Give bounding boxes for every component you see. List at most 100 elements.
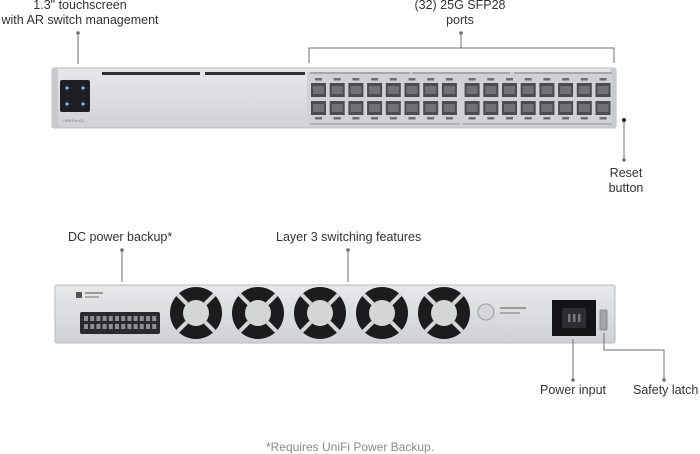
dc-pin — [96, 316, 101, 321]
touchscreen-icon-dot — [65, 102, 69, 106]
port-area — [307, 72, 612, 124]
sfp28-port-inner — [313, 86, 324, 94]
dc-connector-pins — [84, 316, 157, 329]
sfp28-port-inner — [560, 86, 572, 94]
dc-pin — [84, 324, 88, 329]
port-led — [599, 117, 607, 120]
fan-strut — [238, 293, 251, 306]
safety-latch-callout: Safety latch — [633, 383, 699, 397]
port-led — [371, 78, 379, 81]
rear-panel — [54, 284, 616, 344]
touchscreen-display[interactable] — [60, 80, 90, 112]
sfp28-port-inner — [331, 104, 343, 112]
sfp28-port-inner — [541, 86, 553, 94]
dc-pin — [108, 324, 113, 329]
fan-strut — [424, 293, 437, 306]
dc-pin — [127, 324, 132, 329]
touchscreen-label-line1: 1.3" touchscreen — [33, 0, 127, 12]
port-led — [315, 78, 322, 81]
sfp28-port-inner — [504, 86, 515, 94]
fan-array — [170, 287, 470, 339]
dc-pin — [146, 316, 150, 321]
port-led — [468, 117, 476, 120]
sfp28-port-inner — [560, 104, 572, 112]
fan-strut — [238, 320, 251, 333]
sfp28-port-inner — [541, 104, 553, 112]
sfp28-port-inner — [331, 86, 343, 94]
port-led — [562, 117, 570, 120]
rear-info-text — [500, 307, 526, 309]
sfp28-port-inner — [406, 104, 418, 112]
fan-strut — [176, 320, 189, 333]
dc-pin — [146, 324, 150, 329]
port-led — [524, 78, 532, 81]
dc-pin — [133, 316, 138, 321]
leader-dot — [459, 31, 463, 35]
ports-callout: (32) 25G SFP28 ports — [400, 0, 520, 28]
fan-strut — [389, 320, 402, 333]
sfp28-port-inner — [578, 104, 590, 112]
port-led — [352, 78, 360, 81]
fan-strut — [300, 293, 313, 306]
port-led — [599, 78, 607, 81]
port-led — [333, 78, 341, 81]
sfp-port-grid — [311, 78, 611, 120]
port-led — [580, 78, 588, 81]
fan-strut — [327, 320, 340, 333]
fan-strut — [424, 320, 437, 333]
port-led — [427, 78, 435, 81]
port-led — [389, 78, 397, 81]
touchscreen-icon-dot — [81, 86, 85, 90]
dc-pin — [152, 324, 157, 329]
leader-dot — [571, 378, 575, 382]
port-led — [427, 117, 435, 120]
power-pin — [578, 314, 581, 322]
port-led — [389, 117, 397, 120]
dc-power-connector[interactable] — [80, 312, 160, 334]
port-led — [352, 117, 360, 120]
reset-button[interactable] — [622, 118, 626, 122]
safety-latch[interactable] — [599, 309, 608, 331]
port-led — [524, 117, 532, 120]
sfp28-port-inner — [313, 104, 324, 112]
sfp28-port-inner — [522, 104, 534, 112]
touchscreen-icon-dot — [81, 102, 85, 106]
fan-hub — [183, 300, 209, 326]
sfp28-port-inner — [485, 86, 497, 94]
sfp28-port-inner — [387, 86, 399, 94]
dc-pin — [102, 324, 107, 329]
sfp28-port-inner — [504, 104, 515, 112]
port-led — [543, 78, 551, 81]
fan-strut — [176, 293, 189, 306]
fan-strut — [265, 320, 278, 333]
fan-hub — [245, 300, 271, 326]
dc-pin — [115, 324, 119, 329]
model-text: USW Pro XG — [63, 119, 84, 123]
port-led — [506, 117, 513, 120]
fan-hub — [369, 300, 395, 326]
sfp28-port-inner — [369, 104, 381, 112]
sfp28-port-inner — [425, 104, 437, 112]
port-led — [408, 117, 416, 120]
port-led — [333, 117, 341, 120]
sfp28-port-inner — [466, 104, 478, 112]
dc-pin — [152, 316, 157, 321]
sfp28-port-inner — [597, 86, 609, 94]
front-ear-left — [52, 68, 58, 128]
sfp28-port-inner — [443, 104, 455, 112]
leader-lines — [77, 33, 665, 380]
dc-pin — [84, 316, 88, 321]
sfp28-port-inner — [522, 86, 534, 94]
port-led — [315, 117, 322, 120]
port-led — [543, 117, 551, 120]
rear-info-text — [500, 312, 520, 314]
port-led — [408, 78, 416, 81]
front-ear-right — [610, 68, 616, 128]
dc-pin — [102, 316, 107, 321]
l3-callout: Layer 3 switching features — [276, 230, 422, 244]
fan-hub — [307, 300, 333, 326]
dc-pin — [133, 324, 138, 329]
port-led — [445, 117, 453, 120]
sfp28-port-inner — [466, 86, 478, 94]
leader-dot — [346, 248, 350, 252]
